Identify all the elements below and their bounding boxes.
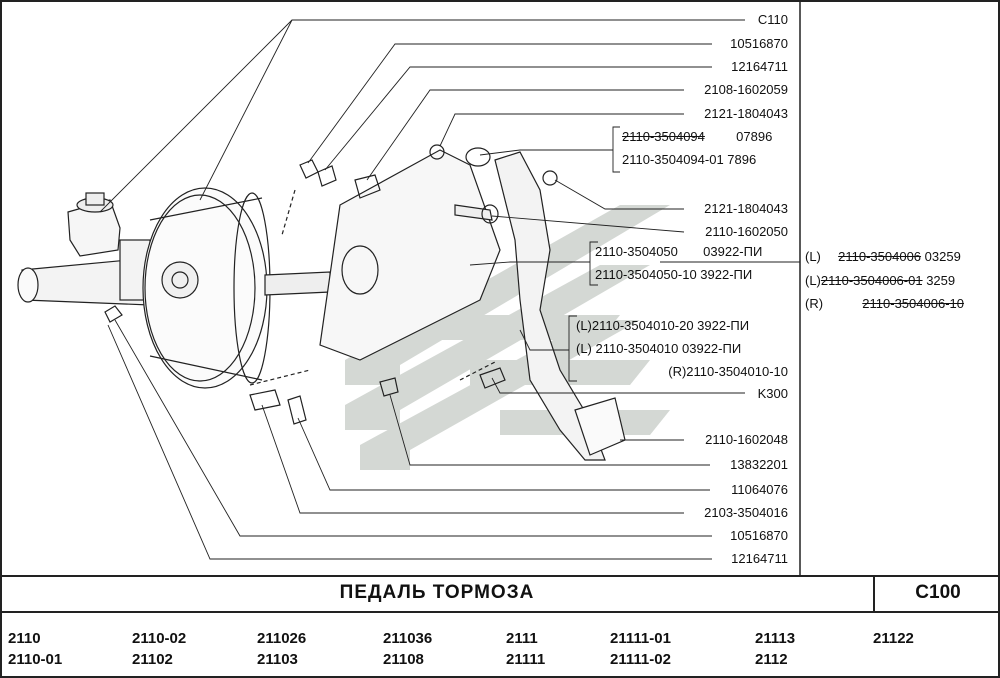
model-1-top: 2110: [8, 630, 41, 647]
model-2-top: 2110-02: [132, 630, 187, 647]
model-3-bottom: 21103: [257, 651, 298, 668]
group-d-value-2: 3259: [926, 273, 956, 288]
group-d-line-3: (R) 2110-3504006-10: [805, 296, 964, 312]
page-title: ПЕДАЛЬ ТОРМОЗА: [339, 582, 535, 603]
section-code: C100: [915, 582, 961, 603]
group-d-prefix-2: (L): [805, 273, 821, 288]
model-1-bottom: 2110-01: [8, 651, 63, 668]
group-b-value: 03922-ПИ: [703, 244, 763, 259]
group-c-line-2: (L) 2110-3504010 03922-ПИ: [576, 341, 742, 356]
group-d-prefix-1: (L): [805, 249, 821, 264]
group-c-line-1: (L)2110-3504010-20 3922-ПИ: [576, 318, 750, 333]
model-7-top: 21113: [755, 630, 796, 647]
group-d-line-1: (L) 2110-3504006 03259: [805, 249, 961, 265]
label-2121-1804043-top: 2121-1804043: [704, 106, 788, 121]
label-k300: K300: [757, 386, 788, 401]
label-2108-1602059: 2108-1602059: [704, 82, 788, 97]
group-d-code-1: 2110-3504006: [838, 249, 922, 264]
group-d-code-3: 2110-3504006-10: [862, 296, 964, 311]
group-d-value-1: 03259: [924, 249, 961, 264]
model-4-bottom: 21108: [383, 651, 424, 668]
group-d-line-2: (L)2110-3504006-01 3259: [805, 273, 955, 289]
label-11064076: 11064076: [731, 482, 788, 497]
model-5-top: 2111: [506, 630, 538, 647]
label-10516870-top: 10516870: [730, 36, 788, 51]
group-a-line-2: 2110-3504094-01 7896: [622, 152, 757, 167]
label-12164711-bottom: 12164711: [731, 551, 788, 566]
label-c110: C110: [757, 12, 788, 27]
group-b-code: 2110-3504050: [595, 244, 678, 259]
label-2121-1804043-right: 2121-1804043: [704, 201, 788, 216]
group-c-line-3: (R)2110-3504010-10: [668, 364, 788, 379]
model-3-top: 211026: [257, 630, 307, 647]
group-a-line-1: 2110-3504094 07896: [622, 129, 772, 145]
group-d-code-2: 2110-3504006-01: [820, 273, 923, 288]
group-b-line-1: 2110-3504050 03922-ПИ: [595, 244, 762, 260]
model-4-top: 211036: [383, 630, 433, 647]
group-b-line-2: 2110-3504050-10 3922-ПИ: [595, 267, 753, 282]
model-6-top: 21111-01: [610, 630, 671, 647]
label-2110-1602048: 2110-1602048: [705, 432, 788, 447]
label-12164711-top: 12164711: [731, 59, 788, 74]
group-d-prefix-3: (R): [805, 296, 824, 311]
model-8-top: 21122: [873, 630, 914, 647]
label-10516870-bottom: 10516870: [730, 528, 788, 543]
group-a-value: 07896: [736, 129, 773, 144]
model-5-bottom: 21111: [506, 651, 546, 668]
model-6-bottom: 21111-02: [610, 651, 671, 668]
label-13832201: 13832201: [730, 457, 788, 472]
group-a-code: 2110-3504094: [622, 129, 705, 144]
model-7-bottom: 2112: [755, 651, 788, 668]
label-2110-1602050: 2110-1602050: [705, 224, 788, 239]
label-2103-3504016: 2103-3504016: [704, 505, 788, 520]
model-2-bottom: 21102: [132, 651, 173, 668]
